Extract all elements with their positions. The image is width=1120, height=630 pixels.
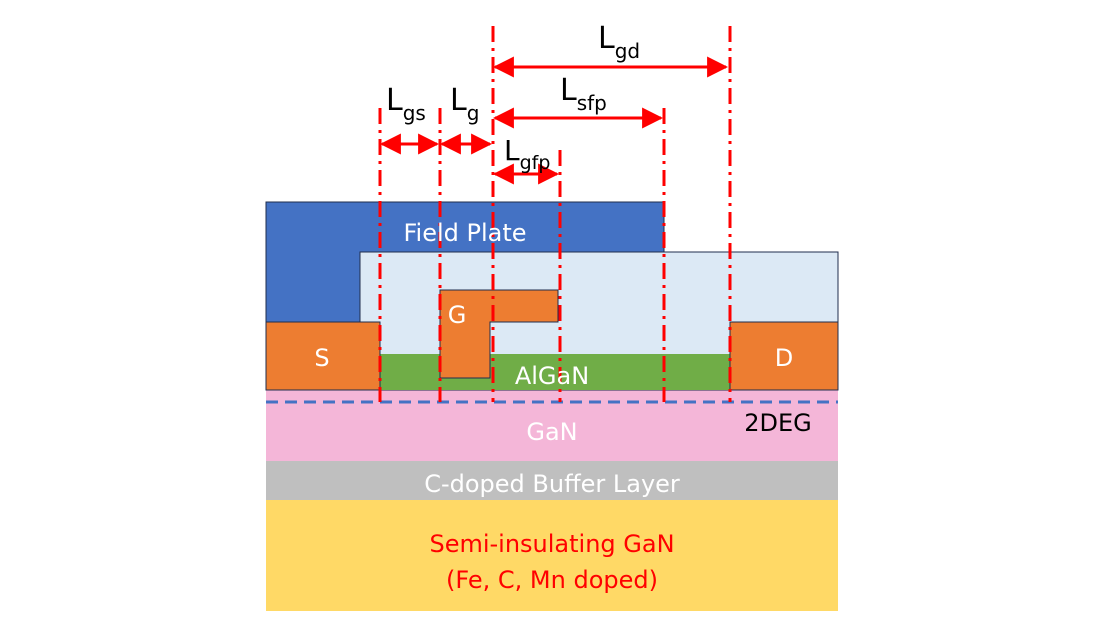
field-plate-label: Field Plate bbox=[403, 219, 526, 247]
buffer-layer bbox=[266, 461, 838, 500]
gan-label: GaN bbox=[526, 418, 577, 446]
label-lgs: Lgs bbox=[386, 83, 426, 125]
label-lgfp: Lgfp bbox=[504, 134, 550, 174]
gate-label: G bbox=[448, 301, 467, 329]
reference-lines bbox=[378, 26, 732, 402]
algan-label: AlGaN bbox=[515, 362, 589, 390]
substrate-layer bbox=[266, 500, 838, 611]
drain-contact bbox=[729, 321, 839, 391]
algan-layer bbox=[380, 354, 730, 390]
twodeg-label: 2DEG bbox=[744, 409, 812, 437]
label-lg: Lg bbox=[450, 83, 479, 125]
drain-label: D bbox=[775, 344, 793, 372]
layer-labels: Field Plate G S D AlGaN GaN 2DEG C-doped… bbox=[314, 219, 811, 594]
source-label: S bbox=[314, 344, 329, 372]
dimension-labels: Lgd Lsfp Lgs Lg Lgfp bbox=[386, 21, 640, 174]
dimension-arrows bbox=[379, 56, 729, 185]
source-contact bbox=[265, 321, 381, 391]
label-lgd: Lgd bbox=[598, 21, 640, 63]
substrate-label-line1: Semi-insulating GaN bbox=[429, 530, 674, 558]
substrate-label-line2: (Fe, C, Mn doped) bbox=[446, 566, 658, 594]
label-lsfp: Lsfp bbox=[560, 73, 607, 115]
buffer-label: C-doped Buffer Layer bbox=[424, 470, 680, 498]
